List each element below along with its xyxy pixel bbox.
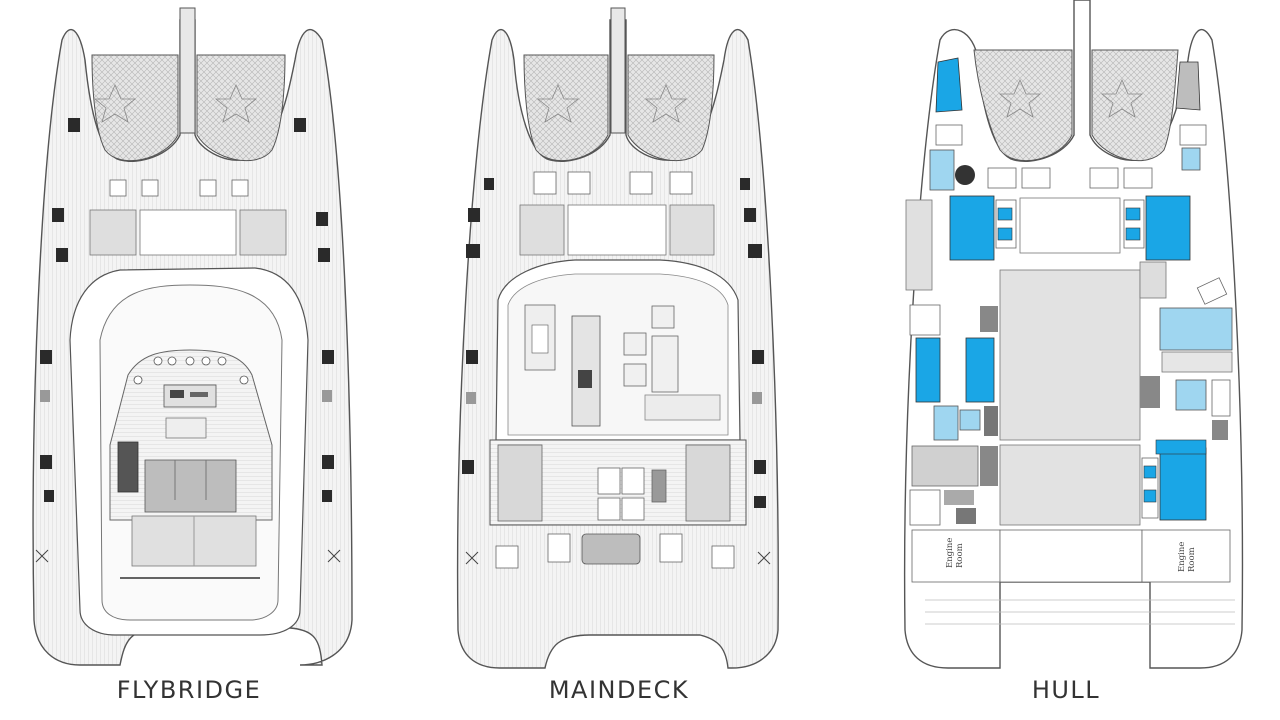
flybridge-trampoline-starboard [196, 54, 286, 162]
engine-room-port-line2: Room [955, 543, 965, 568]
hull-engine-room-port [911, 529, 1001, 583]
hull-forepeak-cabin-starboard [1175, 61, 1201, 111]
deck-label-maindeck: MAINDECK [548, 676, 690, 704]
deck-label-flybridge: FLYBRIDGE [116, 676, 262, 704]
flybridge-sofa [144, 459, 237, 513]
engine-room-port-line1: Engine [945, 538, 955, 568]
engine-room-starboard-line2: Room [1187, 547, 1197, 572]
maindeck-trampoline-port [523, 54, 609, 162]
engine-room-label-starboard: Engine Room [1177, 539, 1197, 572]
maindeck-plan [456, 7, 779, 669]
hull-trampoline-starboard [1091, 49, 1179, 162]
hull-cabin-port-mid-2 [965, 337, 995, 403]
hull-cabin-port-forward [949, 195, 995, 261]
hull-trampoline-port [973, 49, 1073, 162]
hull-cabin-port-mid-1 [915, 337, 941, 403]
hull-forepeak-cabin-port [935, 57, 963, 113]
hull-cabin-starboard-aft [1159, 447, 1207, 521]
engine-room-label-port: Engine Room [945, 535, 965, 568]
flybridge-plan [32, 7, 353, 666]
deck-label-hull: HULL [1031, 676, 1101, 704]
hull-plan: Engine Room Engine Room [903, 0, 1244, 669]
flybridge-table [117, 441, 139, 493]
hull-cabin-starboard-forward [1145, 195, 1191, 261]
maindeck-aft-sofa [581, 533, 641, 565]
hull-engine-room-starboard [1141, 529, 1231, 583]
engine-room-starboard-line1: Engine [1177, 542, 1187, 572]
flybridge-trampoline-port [91, 54, 179, 162]
maindeck-trampoline-starboard [627, 54, 715, 162]
hull-bridgedeck-void [999, 269, 1141, 441]
